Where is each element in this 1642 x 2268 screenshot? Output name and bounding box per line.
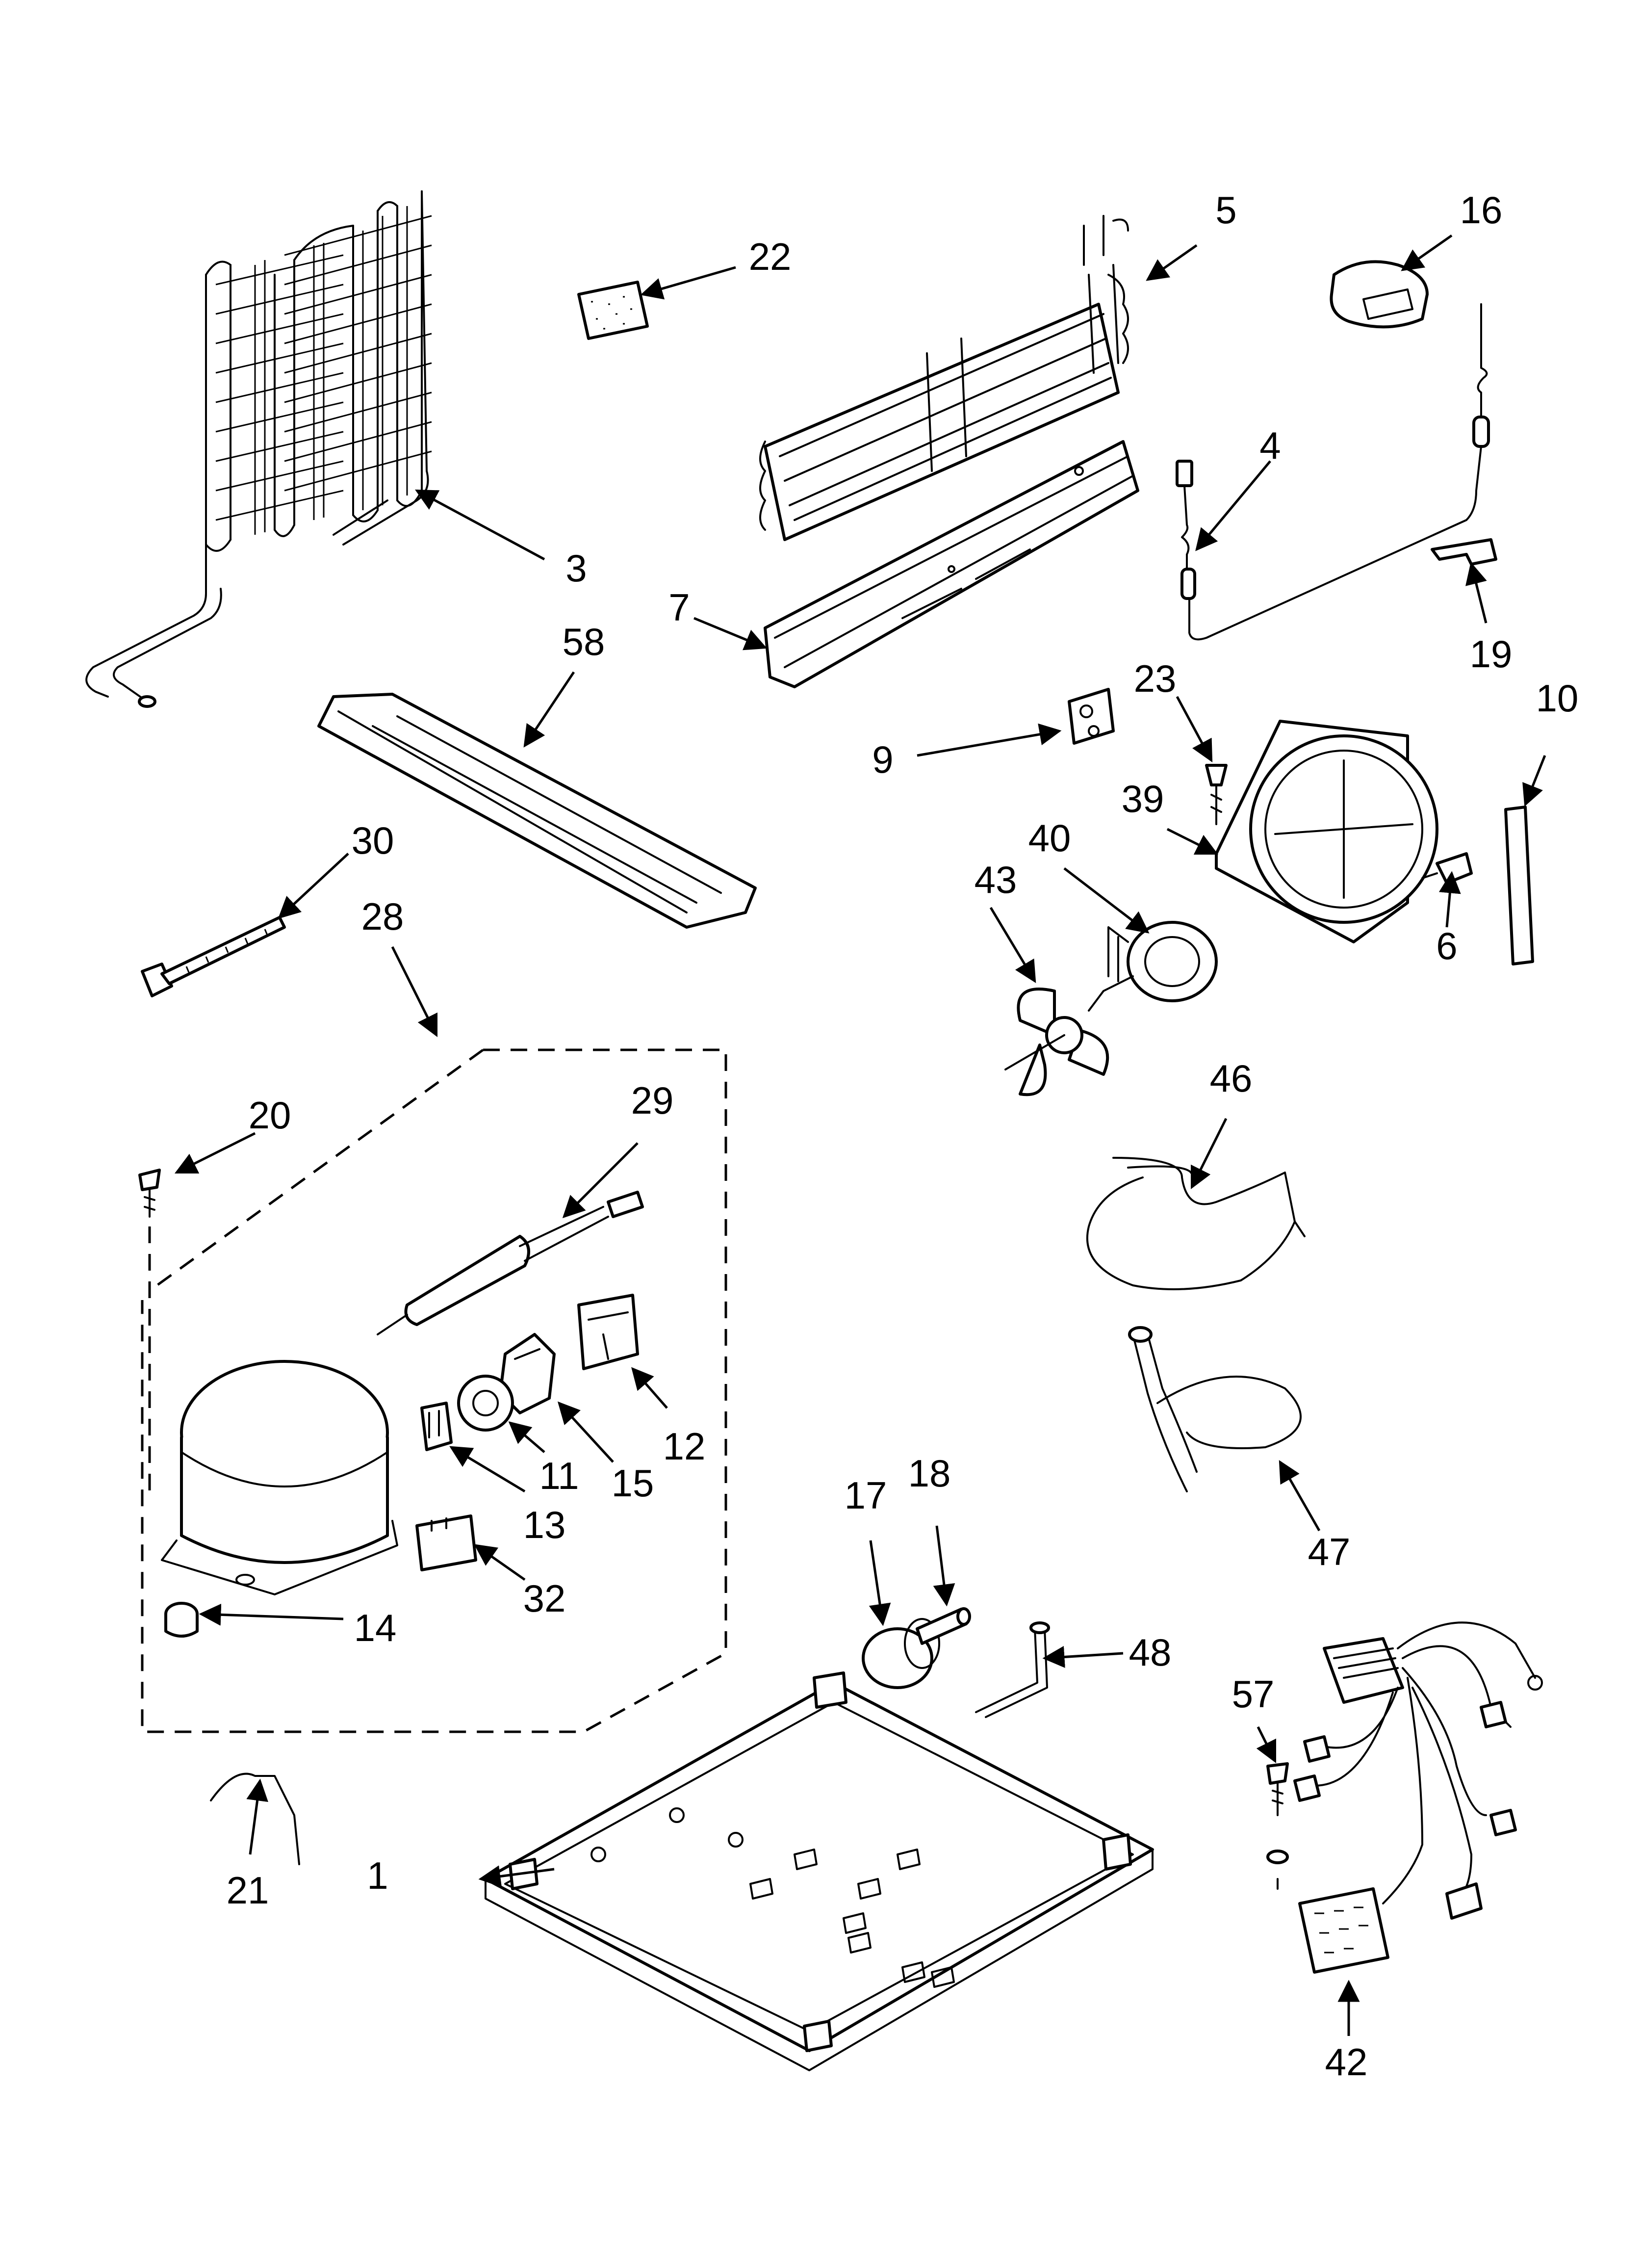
callout-32: 32: [523, 1577, 566, 1620]
callout-15: 15: [612, 1461, 654, 1505]
sensor-clip: [1431, 538, 1497, 566]
fan-shroud: [1215, 720, 1438, 943]
callout-12: 12: [663, 1425, 706, 1468]
roller: [862, 1618, 940, 1689]
callout-labels: 1 3 4 5 6 7 9 10 11 12 13 14 15 16 17 18…: [227, 188, 1579, 2084]
base-frame: [484, 1671, 1154, 2071]
leader-lines: [174, 234, 1546, 2036]
callout-20: 20: [249, 1094, 291, 1137]
callout-13: 13: [523, 1503, 566, 1546]
axle-pin: [916, 1607, 971, 1645]
callout-6: 6: [1436, 924, 1457, 967]
callout-19: 19: [1470, 632, 1513, 676]
evaporator: [759, 215, 1129, 541]
compressor-assembly-guide: [156, 1048, 484, 1287]
callout-28: 28: [361, 895, 404, 938]
screw-57: [1266, 1762, 1289, 1890]
callout-22: 22: [749, 235, 792, 278]
wire-harness: [1293, 1621, 1543, 1974]
callout-11: 11: [539, 1454, 579, 1497]
callout-10: 10: [1536, 677, 1579, 720]
condenser-coil: [85, 190, 432, 708]
tube-47: [1128, 1326, 1302, 1492]
callout-7: 7: [668, 586, 690, 629]
drain-pan: [317, 693, 757, 929]
bracket: [1068, 688, 1115, 745]
gasket-strip: [1504, 806, 1534, 965]
callout-47: 47: [1308, 1530, 1351, 1573]
callout-4: 4: [1259, 424, 1281, 467]
capacitor: [415, 1514, 477, 1571]
terminal-block: [420, 1402, 453, 1451]
callout-40: 40: [1028, 816, 1071, 860]
callout-30: 30: [352, 819, 394, 862]
callout-48: 48: [1129, 1631, 1172, 1674]
compressor: [161, 1360, 398, 1595]
cable-tie: [141, 916, 286, 997]
sensor-wire: [1176, 303, 1490, 641]
screw-20: [138, 1169, 161, 1496]
callout-17: 17: [845, 1474, 887, 1517]
callout-1: 1: [367, 1854, 388, 1897]
compressor-assembly-outline: [141, 1048, 727, 1733]
filter-pad: [577, 281, 649, 340]
drain-trough: [764, 440, 1139, 688]
callout-14: 14: [354, 1606, 397, 1649]
callout-39: 39: [1122, 777, 1164, 820]
callout-21: 21: [227, 1869, 269, 1912]
callout-5: 5: [1215, 188, 1236, 232]
callout-23: 23: [1134, 657, 1177, 700]
leveling-rod: [975, 1621, 1050, 1718]
callout-57: 57: [1232, 1672, 1275, 1716]
relay: [577, 1294, 639, 1370]
callout-9: 9: [872, 738, 893, 781]
callout-43: 43: [975, 858, 1017, 901]
fan-blade: [1004, 988, 1109, 1096]
callout-3: 3: [565, 547, 587, 590]
grommet: [164, 1602, 199, 1638]
callout-16: 16: [1460, 188, 1503, 232]
thermostat-cover: [1330, 260, 1429, 329]
callout-46: 46: [1210, 1057, 1253, 1100]
filter-drier: [377, 1191, 644, 1335]
overload-protector: [457, 1375, 514, 1432]
callout-18: 18: [908, 1452, 951, 1495]
callout-42: 42: [1325, 2040, 1368, 2084]
wire-clip: [210, 1773, 300, 1865]
callout-29: 29: [631, 1079, 674, 1122]
fan-motor: [1088, 921, 1218, 1012]
callout-58: 58: [563, 620, 605, 663]
screw-23: [1205, 764, 1228, 825]
